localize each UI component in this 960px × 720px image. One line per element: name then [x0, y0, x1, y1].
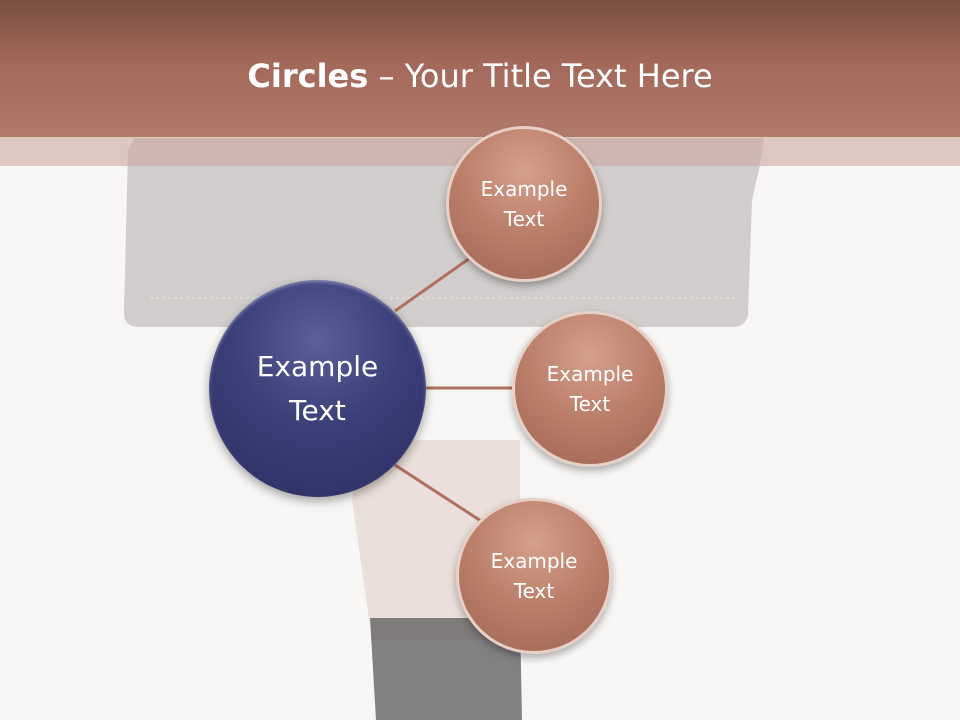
satellite-circle-top: Example Text [446, 126, 602, 282]
satellite-label-bottom: Example Text [490, 549, 578, 603]
connector-line-top [394, 256, 471, 313]
satellite-label-top: Example Text [480, 177, 568, 231]
slide-title-bold: Circles [247, 57, 369, 95]
slide-title-rest: – Your Title Text Here [368, 57, 713, 95]
briefcase-shape [124, 138, 764, 327]
satellite-label-middle: Example Text [546, 362, 634, 416]
center-circle-label: Example Text [256, 349, 379, 427]
sock-shape [370, 618, 522, 720]
title-bar [0, 0, 960, 137]
slide-title: Circles – Your Title Text Here [0, 52, 960, 100]
connector-line-bottom [394, 463, 482, 523]
center-circle: Example Text [209, 280, 426, 497]
satellite-circle-middle: Example Text [512, 311, 668, 467]
satellite-circle-bottom: Example Text [456, 498, 612, 654]
